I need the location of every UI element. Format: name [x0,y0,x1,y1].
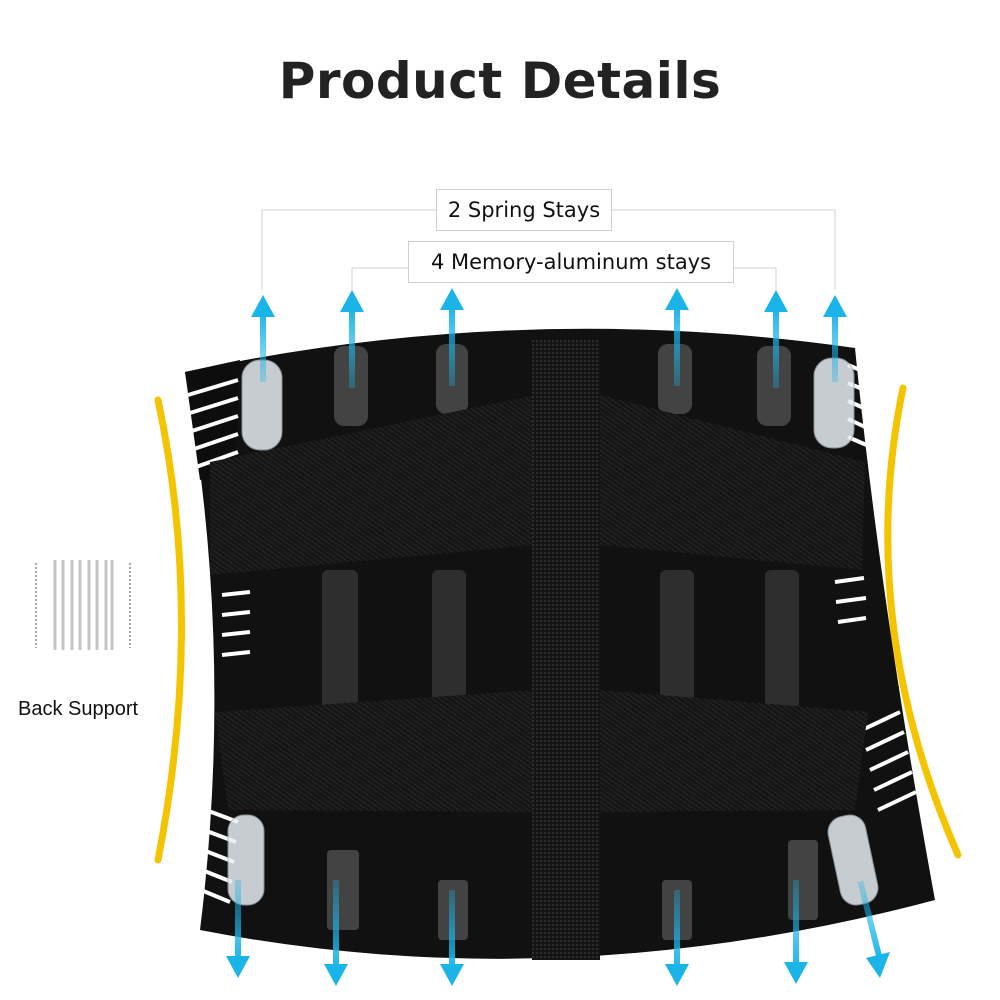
right-highlight-arc [884,384,962,859]
memory-stays-callout: 4 Memory-aluminum stays [408,241,734,283]
accessory-stays-icon [35,560,131,650]
spring-stays-callout: 2 Spring Stays [436,189,612,231]
left-stripe-panel [185,360,251,904]
page-title: Product Details [278,52,722,110]
lower-right-strap [600,690,868,812]
upper-left-strap [210,395,535,575]
arrow-up-icon [251,295,275,382]
left-highlight-arc [154,396,185,864]
arrow-up-icon [340,290,364,388]
up-arrows [251,288,847,388]
arrow-up-icon [823,295,847,382]
arrow-up-icon [440,288,464,386]
arrow-down-icon [857,880,890,978]
arrow-down-icon [324,880,348,986]
lower-left-strap [215,690,535,812]
arrow-down-icon [665,890,689,986]
arrow-up-icon [764,290,788,388]
center-strap [532,340,600,960]
arrow-down-icon [784,880,808,984]
back-support-label: Back Support [18,698,139,720]
callout-lines [261,209,836,290]
down-arrows [226,880,890,986]
upper-right-strap [600,395,865,570]
arrow-down-icon [440,890,464,986]
arrow-down-icon [226,880,250,978]
arrow-up-icon [665,288,689,386]
